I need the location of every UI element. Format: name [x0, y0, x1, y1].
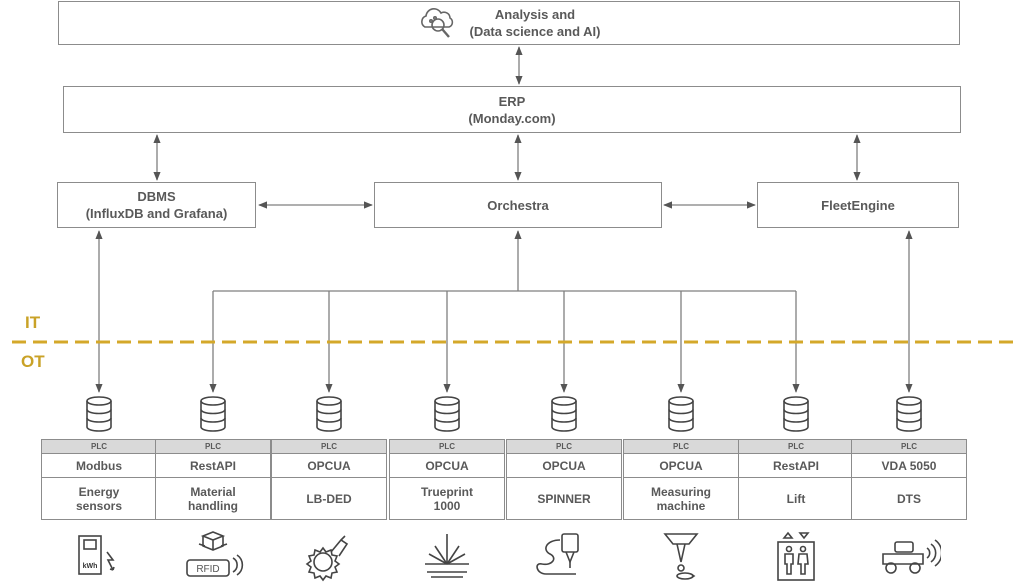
device-label: DTS	[897, 492, 921, 506]
dbms-subtitle: (InfluxDB and Grafana)	[85, 206, 228, 221]
wireless-vehicle-icon	[882, 539, 941, 574]
database-icon	[200, 396, 226, 432]
database-icon	[86, 396, 112, 432]
rfid-box-icon: RFID	[186, 531, 244, 577]
analysis-subtitle: (Data science and AI)	[469, 24, 601, 39]
database-icon	[783, 396, 809, 432]
database-icon	[896, 396, 922, 432]
energy-meter-icon: kWh	[78, 535, 115, 575]
plc-body: OPCUA Measuring machine	[623, 454, 739, 520]
protocol-label: Modbus	[42, 454, 156, 478]
plc-header: PLC	[155, 439, 271, 454]
laser-burst-icon	[425, 534, 469, 578]
protocol-label: RestAPI	[739, 454, 853, 478]
plc-header: PLC	[738, 439, 854, 454]
laser-gear-icon	[305, 535, 349, 582]
database-icon	[551, 396, 577, 432]
cloud-search-icon	[421, 8, 454, 38]
protocol-label: OPCUA	[624, 454, 738, 478]
protocol-label: OPCUA	[390, 454, 504, 478]
probe-icon	[663, 533, 699, 580]
analysis-box: Analysis and (Data science and AI)	[58, 1, 960, 45]
protocol-label: VDA 5050	[852, 454, 966, 478]
plc-header: PLC	[41, 439, 157, 454]
device-label: Trueprint 1000	[420, 485, 473, 513]
plc-body: RestAPI Material handling	[155, 454, 271, 520]
device-label: LB-DED	[306, 492, 352, 506]
plc-header: PLC	[506, 439, 622, 454]
dbms-title: DBMS	[137, 189, 176, 204]
database-icon	[434, 396, 460, 432]
fleetengine-box: FleetEngine	[757, 182, 959, 228]
plc-header: PLC	[851, 439, 967, 454]
device-label: Measuring machine	[650, 485, 711, 513]
protocol-label: RestAPI	[156, 454, 270, 478]
orchestra-box: Orchestra	[374, 182, 662, 228]
device-label: SPINNER	[537, 492, 591, 506]
svg-text:kWh: kWh	[83, 563, 98, 570]
plc-body: OPCUA LB-DED	[271, 454, 387, 520]
plc-header: PLC	[389, 439, 505, 454]
device-label: Energy sensors	[75, 485, 123, 513]
database-icon	[668, 396, 694, 432]
fleetengine-title: FleetEngine	[821, 197, 895, 213]
plc-body: OPCUA SPINNER	[506, 454, 622, 520]
plc-body: OPCUA Trueprint 1000	[389, 454, 505, 520]
erp-box: ERP (Monday.com)	[63, 86, 961, 133]
device-label: Material handling	[188, 485, 238, 513]
it-zone-label: IT	[25, 313, 41, 332]
svg-text:RFID: RFID	[196, 564, 219, 575]
elevator-icon	[777, 531, 815, 581]
dbms-box: DBMS (InfluxDB and Grafana)	[57, 182, 256, 228]
machine-tool-icon	[536, 533, 579, 575]
device-label: Lift	[786, 492, 806, 506]
protocol-label: OPCUA	[507, 454, 621, 478]
database-icon	[316, 396, 342, 432]
erp-subtitle: (Monday.com)	[468, 110, 556, 126]
plc-body: RestAPI Lift	[738, 454, 854, 520]
ot-zone-label: OT	[21, 352, 45, 371]
plc-header: PLC	[271, 439, 387, 454]
erp-title: ERP	[498, 93, 526, 109]
analysis-title: Analysis and	[494, 7, 576, 22]
orchestra-title: Orchestra	[487, 197, 549, 213]
protocol-label: OPCUA	[272, 454, 386, 478]
plc-header: PLC	[623, 439, 739, 454]
